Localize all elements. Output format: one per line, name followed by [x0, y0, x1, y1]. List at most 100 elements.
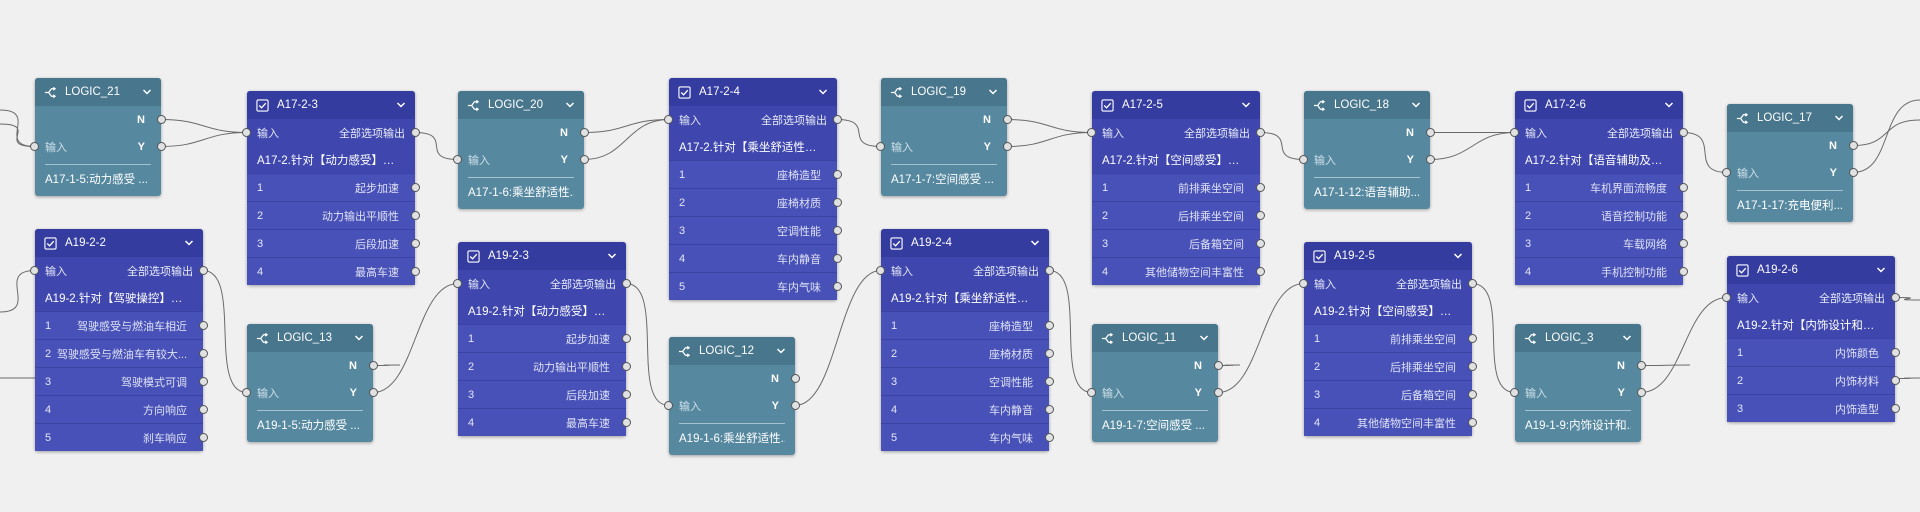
output-port[interactable]	[1468, 362, 1477, 371]
node-header[interactable]: A17-2-5	[1092, 91, 1260, 119]
input-port[interactable]	[242, 388, 251, 397]
input-port[interactable]	[664, 401, 673, 410]
output-port[interactable]	[791, 374, 800, 383]
output-port[interactable]	[1256, 211, 1265, 220]
output-port[interactable]	[199, 349, 208, 358]
chevron-down-icon[interactable]	[396, 100, 406, 110]
output-port[interactable]	[1256, 239, 1265, 248]
output-port[interactable]	[1045, 433, 1054, 442]
input-port[interactable]	[30, 266, 39, 275]
output-port[interactable]	[199, 405, 208, 414]
output-port[interactable]	[411, 239, 420, 248]
chevron-down-icon[interactable]	[1199, 333, 1209, 343]
chevron-down-icon[interactable]	[1453, 251, 1463, 261]
output-port[interactable]	[1679, 267, 1688, 276]
output-port[interactable]	[791, 401, 800, 410]
output-port[interactable]	[1679, 239, 1688, 248]
output-port[interactable]	[1045, 321, 1054, 330]
node-header[interactable]: LOGIC_3	[1515, 324, 1641, 352]
chevron-down-icon[interactable]	[1876, 265, 1886, 275]
input-port[interactable]	[30, 142, 39, 151]
chevron-down-icon[interactable]	[1664, 100, 1674, 110]
output-port[interactable]	[1891, 293, 1900, 302]
chevron-down-icon[interactable]	[354, 333, 364, 343]
output-port[interactable]	[580, 128, 589, 137]
node-header[interactable]: A19-2-6	[1727, 256, 1895, 284]
output-port[interactable]	[622, 334, 631, 343]
output-port[interactable]	[369, 388, 378, 397]
input-port[interactable]	[1299, 279, 1308, 288]
node-header[interactable]: LOGIC_21	[35, 78, 161, 106]
chevron-down-icon[interactable]	[1241, 100, 1251, 110]
chevron-down-icon[interactable]	[818, 87, 828, 97]
output-port[interactable]	[1256, 267, 1265, 276]
node-header[interactable]: A17-2-6	[1515, 91, 1683, 119]
output-port[interactable]	[1849, 141, 1858, 150]
output-port[interactable]	[1468, 334, 1477, 343]
output-port[interactable]	[411, 183, 420, 192]
output-port[interactable]	[833, 170, 842, 179]
output-port[interactable]	[1891, 376, 1900, 385]
output-port[interactable]	[411, 211, 420, 220]
input-port[interactable]	[664, 115, 673, 124]
input-port[interactable]	[1722, 168, 1731, 177]
output-port[interactable]	[1003, 115, 1012, 124]
output-port[interactable]	[199, 433, 208, 442]
output-port[interactable]	[1045, 266, 1054, 275]
output-port[interactable]	[1256, 128, 1265, 137]
input-port[interactable]	[453, 155, 462, 164]
input-port[interactable]	[876, 266, 885, 275]
output-port[interactable]	[1256, 183, 1265, 192]
chevron-down-icon[interactable]	[776, 346, 786, 356]
output-port[interactable]	[833, 282, 842, 291]
output-port[interactable]	[622, 390, 631, 399]
input-port[interactable]	[453, 279, 462, 288]
input-port[interactable]	[1087, 128, 1096, 137]
chevron-down-icon[interactable]	[565, 100, 575, 110]
node-header[interactable]: A19-2-2	[35, 229, 203, 257]
output-port[interactable]	[622, 418, 631, 427]
output-port[interactable]	[157, 142, 166, 151]
output-port[interactable]	[1679, 183, 1688, 192]
input-port[interactable]	[1510, 388, 1519, 397]
output-port[interactable]	[369, 361, 378, 370]
node-header[interactable]: A19-2-4	[881, 229, 1049, 257]
output-port[interactable]	[833, 226, 842, 235]
node-header[interactable]: A19-2-3	[458, 242, 626, 270]
chevron-down-icon[interactable]	[607, 251, 617, 261]
chevron-down-icon[interactable]	[988, 87, 998, 97]
node-header[interactable]: LOGIC_18	[1304, 91, 1430, 119]
input-port[interactable]	[242, 128, 251, 137]
chevron-down-icon[interactable]	[184, 238, 194, 248]
output-port[interactable]	[1637, 388, 1646, 397]
node-header[interactable]: LOGIC_17	[1727, 104, 1853, 132]
input-port[interactable]	[1299, 155, 1308, 164]
output-port[interactable]	[833, 115, 842, 124]
node-header[interactable]: LOGIC_11	[1092, 324, 1218, 352]
input-port[interactable]	[876, 142, 885, 151]
output-port[interactable]	[1426, 155, 1435, 164]
chevron-down-icon[interactable]	[1411, 100, 1421, 110]
output-port[interactable]	[411, 267, 420, 276]
output-port[interactable]	[833, 254, 842, 263]
output-port[interactable]	[1891, 404, 1900, 413]
node-header[interactable]: LOGIC_12	[669, 337, 795, 365]
output-port[interactable]	[1045, 377, 1054, 386]
input-port[interactable]	[1087, 388, 1096, 397]
node-header[interactable]: A17-2-3	[247, 91, 415, 119]
output-port[interactable]	[1426, 128, 1435, 137]
output-port[interactable]	[1849, 168, 1858, 177]
output-port[interactable]	[1468, 418, 1477, 427]
output-port[interactable]	[1045, 349, 1054, 358]
